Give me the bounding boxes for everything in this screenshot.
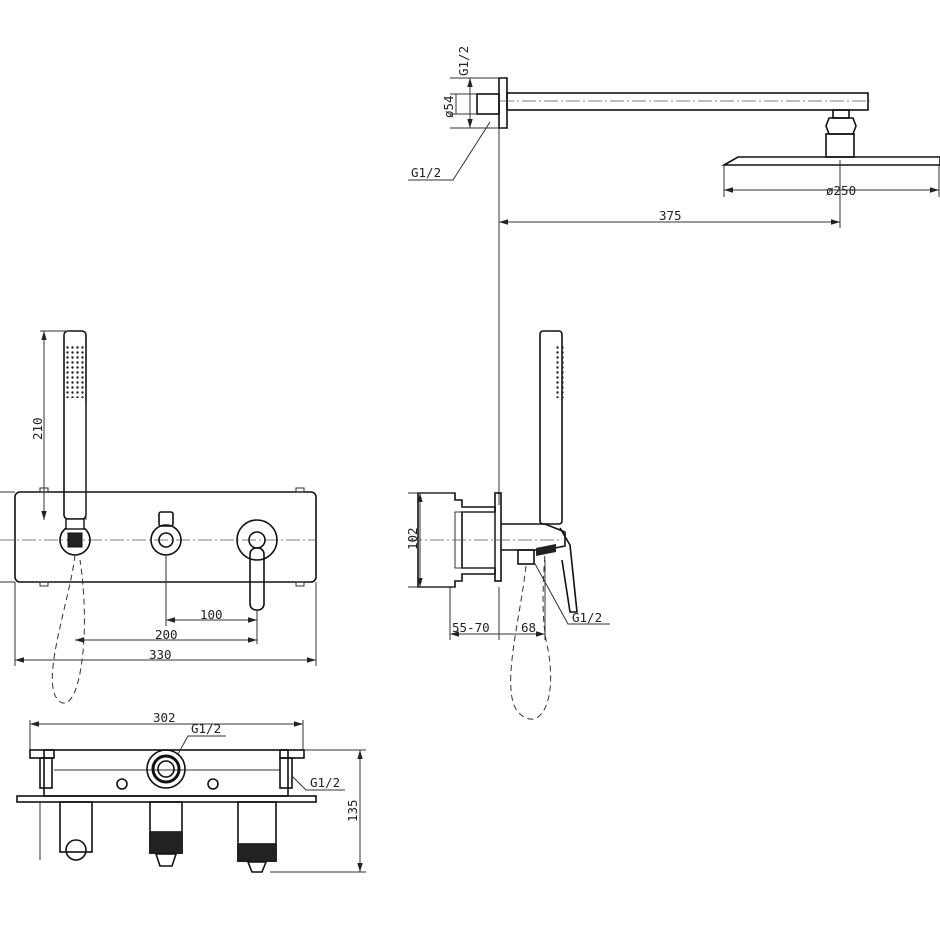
depth-label: 135 [345, 799, 360, 822]
side-nozzles [556, 345, 564, 398]
body-width-label: 302 [153, 710, 176, 725]
body-lug-left [29, 749, 55, 759]
holder-outlet [67, 532, 83, 548]
side-clip [536, 544, 556, 556]
thread-leader-line [408, 121, 491, 181]
diverter-knurl [149, 832, 183, 854]
hose [51, 554, 85, 704]
side-leader [291, 775, 345, 791]
wall-flange [498, 77, 508, 129]
mixer-tip [246, 861, 268, 873]
front-view: 210 100 200 330 [0, 330, 317, 704]
outlet-thread-label: G1/2 [572, 610, 602, 625]
mixer-rose [236, 519, 278, 561]
inlet-thread-label: G1/2 [191, 721, 221, 736]
mixer-knurl [237, 844, 277, 862]
shower-arm-view: ø250 375 G1/2 ø54 G1/2 [408, 46, 940, 505]
top-plate [16, 795, 317, 803]
inlet-bore [157, 760, 175, 778]
outlet-leader [533, 561, 610, 625]
side-plate [494, 492, 502, 582]
body-end-left [39, 757, 53, 789]
spacing-100-label: 100 [200, 607, 223, 622]
side-hose [510, 551, 552, 720]
inlet-outer [146, 749, 186, 789]
body-hole-left [116, 778, 128, 790]
holder-stem [59, 801, 93, 853]
mixer-lever [249, 547, 265, 611]
flange-diameter-label: ø54 [441, 95, 456, 118]
thread-stub [476, 93, 500, 115]
body-lug-right [279, 749, 305, 759]
depth-range-label: 55-70 [452, 620, 490, 635]
head-diameter-label: ø250 [826, 183, 856, 198]
side-hand-shower [539, 330, 563, 525]
thread-leader-label: G1/2 [411, 165, 441, 180]
arm-joint [832, 109, 850, 119]
side-outlet [517, 549, 535, 565]
shower-arm [506, 92, 869, 111]
side-view: 102 55-70 68 G1/2 [405, 330, 610, 720]
inlet-leader [177, 735, 226, 755]
spacing-200-label: 200 [155, 627, 178, 642]
hand-shower-nozzles [66, 345, 84, 398]
top-view: 302 G1/2 G1/2 135 [16, 710, 366, 873]
plate-width-label: 330 [149, 647, 172, 662]
body-hole-right [207, 778, 219, 790]
inlet-ring [151, 754, 181, 784]
diverter-tip [154, 853, 178, 867]
holder-stem-end [65, 839, 87, 861]
diverter-knob [158, 532, 174, 548]
outlet-offset-label: 68 [521, 620, 536, 635]
body-end-right [279, 757, 293, 789]
head-connector [825, 133, 855, 158]
ball-joint [825, 117, 857, 135]
side-thread-label: G1/2 [310, 775, 340, 790]
arm-projection-label: 375 [659, 208, 682, 223]
shower-head [720, 156, 940, 166]
thread-vertical-label: G1/2 [456, 46, 471, 76]
side-lever [559, 527, 578, 613]
plate-screw-left-bottom [39, 581, 49, 587]
plate-screw-right-bottom [295, 581, 305, 587]
plate-screw-right [295, 487, 305, 493]
mixer-stem [237, 801, 277, 845]
handshower-length-label: 210 [30, 417, 45, 440]
holder-clip [65, 518, 85, 530]
diverter-stem [149, 801, 183, 833]
diverter-handle [158, 511, 174, 527]
plate-height-label: 102 [405, 527, 420, 550]
